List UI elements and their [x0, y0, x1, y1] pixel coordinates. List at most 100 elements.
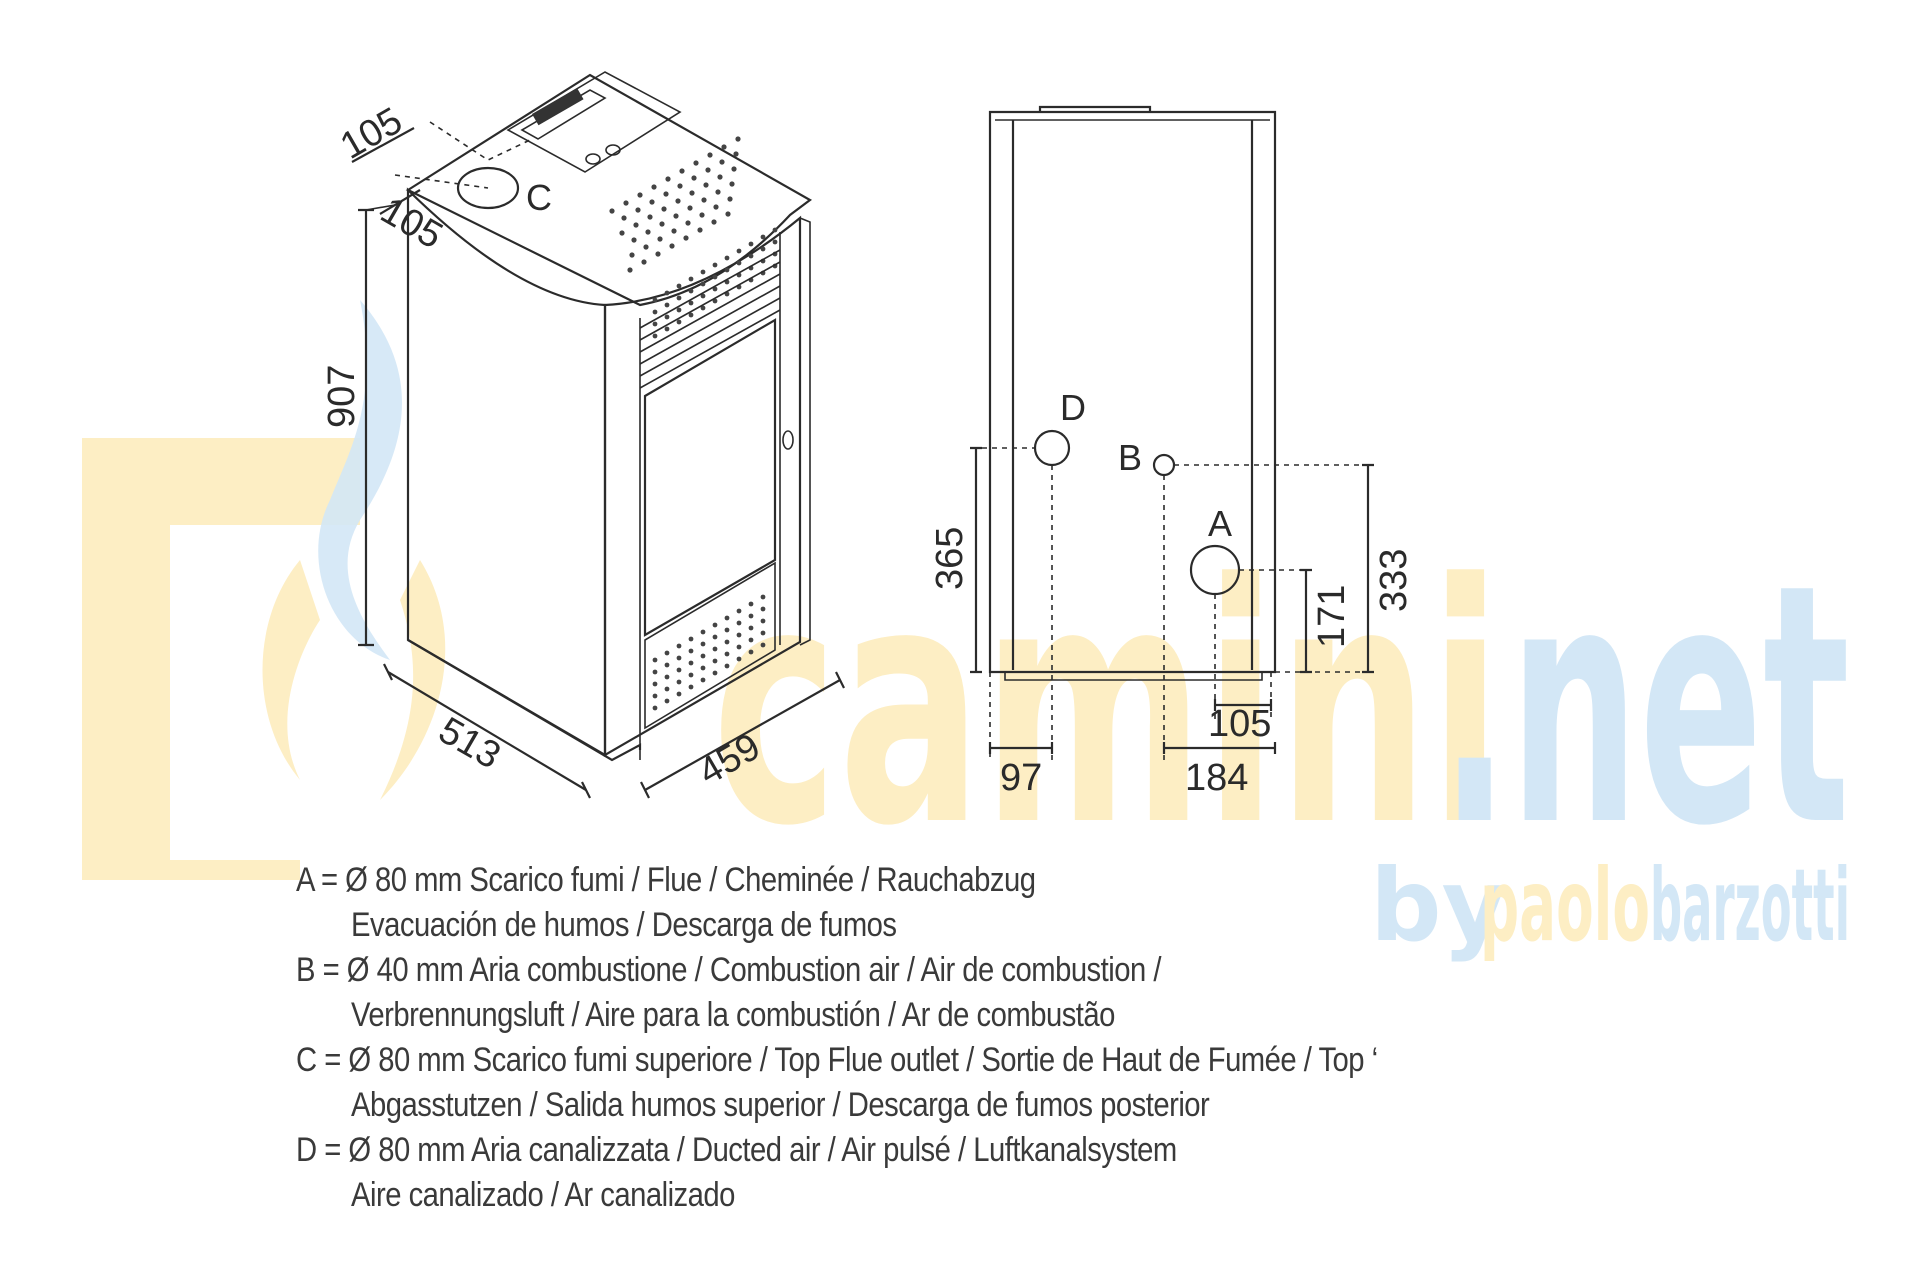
perforation-dot	[641, 259, 647, 265]
perforation-dot	[652, 321, 658, 327]
rear-label-d: D	[1060, 387, 1086, 428]
perforation-dot	[724, 267, 730, 273]
perforation-dot	[664, 290, 670, 296]
perforation-dot	[688, 636, 694, 642]
perforation-dot	[663, 191, 669, 197]
perforation-dot	[719, 159, 725, 165]
perforation-dot	[659, 221, 665, 227]
perforation-dot	[637, 192, 643, 198]
perforation-dot	[657, 236, 663, 242]
perforation-dot	[724, 639, 730, 645]
perforation-dot	[697, 227, 703, 233]
perforation-dot	[736, 656, 742, 662]
perforation-dot	[688, 684, 694, 690]
perforation-dot	[712, 634, 718, 640]
perforation-dot	[631, 237, 637, 243]
legend: A = Ø 80 mm Scarico fumi / Flue / Chemin…	[296, 858, 1517, 1218]
perforation-dot	[621, 215, 627, 221]
perforation-dot	[748, 649, 754, 655]
perforation-dot	[699, 212, 705, 218]
perforation-dot	[676, 655, 682, 661]
stove-front-face	[603, 215, 802, 757]
perforation-dot	[717, 174, 723, 180]
perforation-dot	[748, 613, 754, 619]
rear-dimension-lines	[970, 446, 1374, 760]
perforation-dot	[711, 219, 717, 225]
iso-dimension-lines	[351, 127, 845, 799]
opening-d	[1033, 429, 1071, 467]
perforation-dot	[712, 262, 718, 268]
perforation-dot	[748, 241, 754, 247]
stove-top-face	[405, 73, 813, 307]
perforation-dot	[700, 629, 706, 635]
perforation-dot	[679, 168, 685, 174]
perforation-dot	[712, 658, 718, 664]
perforation-dot	[661, 206, 667, 212]
watermark-brand-main: camini	[712, 514, 1502, 898]
perforation-dot	[647, 214, 653, 220]
perforation-dot	[673, 213, 679, 219]
perforation-dot	[685, 220, 691, 226]
stove-door	[643, 318, 777, 637]
perforation-dot	[664, 686, 670, 692]
perforation-dot	[635, 207, 641, 213]
perforation-dot	[712, 622, 718, 628]
perforation-dot	[715, 189, 721, 195]
perforation-dot	[676, 295, 682, 301]
rear-label-a: A	[1208, 503, 1232, 544]
perforation-dot	[736, 620, 742, 626]
top-grille	[609, 136, 741, 273]
perforation-dot	[700, 305, 706, 311]
perforation-dot	[700, 641, 706, 647]
perforation-dot	[760, 246, 766, 252]
perforation-dot	[724, 615, 730, 621]
perforation-dot	[748, 637, 754, 643]
watermark-logo	[82, 300, 446, 880]
perforation-dot	[700, 677, 706, 683]
legend-c-line2: Abgasstutzen / Salida humos superior / D…	[351, 1086, 1210, 1124]
perforation-dot	[627, 267, 633, 273]
opening-b	[1152, 453, 1176, 477]
perforation-dot	[676, 691, 682, 697]
perforation-dot	[727, 196, 733, 202]
perforation-dot	[676, 667, 682, 673]
perforation-dot	[701, 197, 707, 203]
perforation-dot	[691, 175, 697, 181]
perforation-dot	[623, 200, 629, 206]
watermark-byline-prefix: by	[1370, 847, 1507, 964]
perforation-dot	[683, 235, 689, 241]
dim-d-offset-97: 97	[1000, 757, 1042, 799]
watermark-brand-ext: .net	[1440, 514, 1850, 898]
perforation-dot	[760, 606, 766, 612]
perforation-dot	[700, 281, 706, 287]
perforation-dot	[725, 211, 731, 217]
perforation-dot	[748, 601, 754, 607]
dim-top-offset-b: 105	[374, 189, 450, 257]
perforation-dot	[652, 693, 658, 699]
perforation-dot	[707, 152, 713, 158]
watermark-byline-first: paolo	[1480, 847, 1650, 964]
perforation-dot	[664, 674, 670, 680]
perforation-dot	[688, 276, 694, 282]
perforation-dot	[703, 182, 709, 188]
watermark: camini .net by paolo barzotti	[82, 300, 1850, 964]
perforation-dot	[736, 632, 742, 638]
perforation-dot	[712, 298, 718, 304]
perforation-dot	[700, 269, 706, 275]
perforation-dot	[760, 594, 766, 600]
rear-label-b: B	[1118, 437, 1142, 478]
perforation-dot	[733, 151, 739, 157]
perforation-dot	[712, 646, 718, 652]
perforation-dot	[736, 608, 742, 614]
perforation-dot	[629, 252, 635, 258]
rear-view: D B A	[929, 105, 1415, 799]
perforation-dot	[676, 283, 682, 289]
dim-a-height-171: 171	[1311, 585, 1353, 648]
perforation-dot	[748, 625, 754, 631]
perforation-dot	[676, 679, 682, 685]
dim-depth-513: 513	[432, 709, 508, 777]
perforation-dot	[676, 307, 682, 313]
perforation-dot	[731, 166, 737, 172]
perforation-dot	[664, 662, 670, 668]
perforation-dot	[633, 222, 639, 228]
